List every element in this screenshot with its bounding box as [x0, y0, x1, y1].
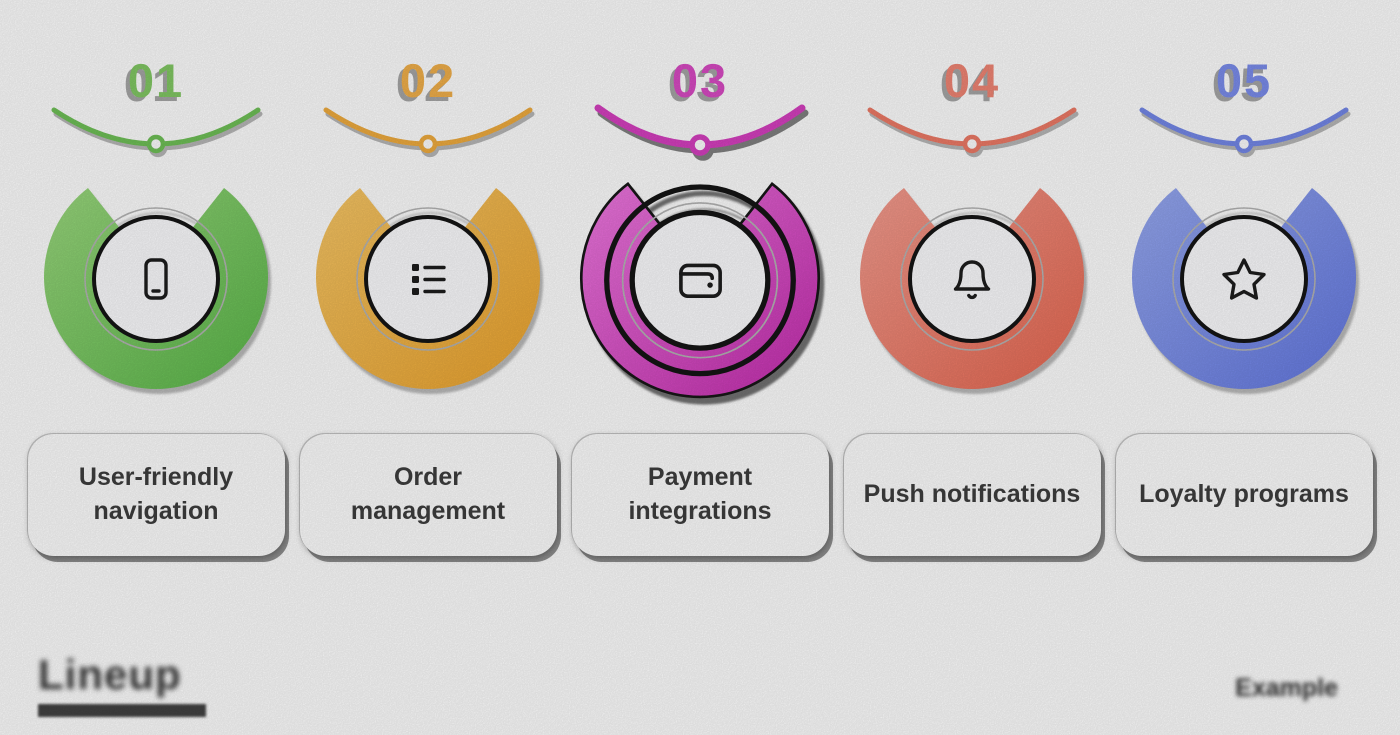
- arc-node-icon: [146, 134, 166, 154]
- connector-arc: [594, 104, 806, 156]
- arc-node-icon: [418, 134, 438, 154]
- badge-shape: [860, 188, 1084, 389]
- arc-node-icon: [1234, 134, 1254, 154]
- badge-shape: [579, 182, 821, 399]
- feature-label: Payment integrations: [628, 463, 772, 525]
- step-column-2: 02 Order man: [292, 0, 564, 556]
- steps-row: 01 User-friendly navigation: [20, 0, 1380, 556]
- step-column-4: 04 Push notifications: [836, 0, 1108, 556]
- brand-logo: Lineup: [38, 651, 206, 717]
- step-column-3: 03 Payment integrations: [564, 0, 836, 556]
- badge-shape: [44, 188, 268, 389]
- feature-card: Payment integrations: [571, 434, 829, 556]
- footer-note: Example: [1235, 674, 1338, 702]
- badge-shape: [1132, 188, 1356, 389]
- brand-underline: [38, 704, 206, 717]
- feature-label: Loyalty programs: [1139, 480, 1349, 509]
- feature-label: Order management: [350, 463, 506, 525]
- feature-card: Order management: [299, 434, 557, 556]
- step-column-5: 05 Loyalty programs: [1108, 0, 1380, 556]
- feature-card: Loyalty programs: [1115, 434, 1373, 556]
- connector-arc: [867, 107, 1077, 154]
- step-column-1: 01 User-friendly navigation: [20, 0, 292, 556]
- feature-card: User-friendly navigation: [27, 434, 285, 556]
- feature-card: Push notifications: [843, 434, 1101, 556]
- arc-node-icon: [962, 134, 982, 154]
- connector-arc: [1139, 107, 1349, 154]
- connector-arc: [51, 107, 261, 154]
- arc-node-icon: [689, 134, 711, 156]
- feature-label: Push notifications: [863, 480, 1081, 509]
- connector-arc: [323, 107, 533, 154]
- checklist-icon: [412, 264, 446, 295]
- brand-logo-text: Lineup: [38, 651, 182, 698]
- feature-label: User-friendly navigation: [78, 463, 234, 525]
- footer: Lineup Example: [0, 625, 1400, 735]
- badge-shape: [316, 188, 540, 389]
